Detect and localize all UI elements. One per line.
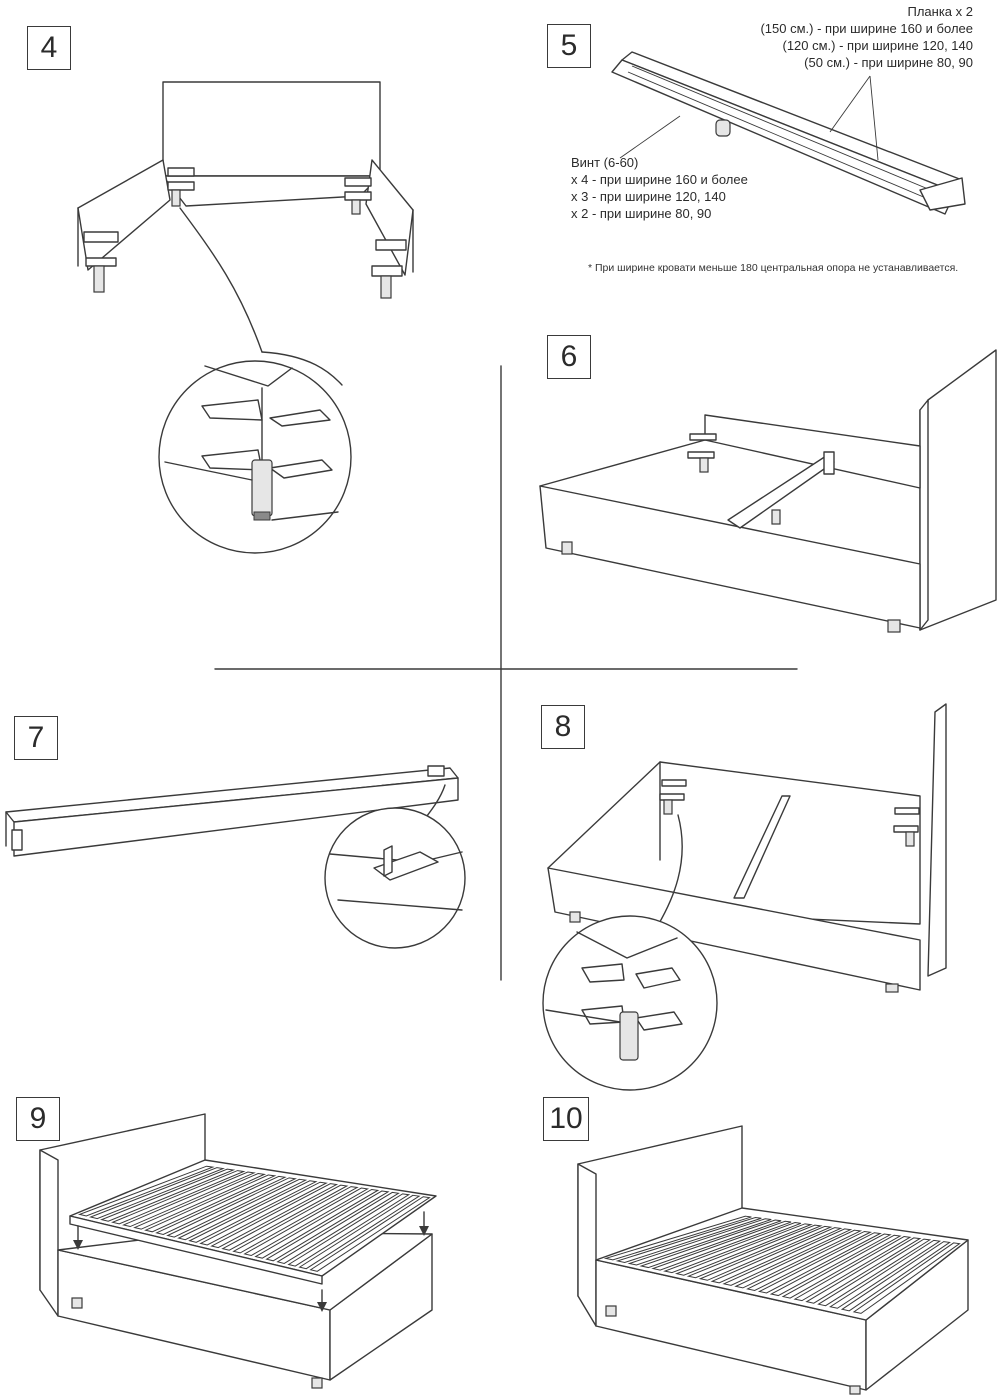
step-8-label: 8: [541, 705, 585, 749]
plank-title: Планка x 2: [907, 4, 974, 19]
slat: [88, 1167, 225, 1220]
step-4-label: 4: [27, 26, 71, 70]
slat: [133, 1172, 267, 1230]
step-4-drawing: [77, 81, 414, 554]
slat: [265, 1190, 390, 1262]
slat: [757, 1232, 882, 1294]
slat: [734, 1229, 863, 1289]
plank-line-2: (120 см.) - при ширине 120, 140: [782, 38, 973, 53]
slats-step-10: [603, 1215, 961, 1314]
step-7-drawing: [5, 765, 466, 949]
slat: [817, 1238, 932, 1307]
step-5-label: 5: [547, 24, 591, 68]
slat: [722, 1228, 853, 1286]
slat: [615, 1216, 762, 1263]
slat: [769, 1233, 892, 1297]
slat: [232, 1186, 359, 1254]
step-10-label: 10: [543, 1097, 589, 1141]
slat: [840, 1241, 951, 1312]
section-dividers: [214, 365, 798, 981]
slat: [309, 1196, 431, 1272]
slat: [698, 1225, 833, 1281]
slat: [199, 1181, 328, 1246]
slat: [287, 1193, 411, 1267]
plank-line-3: (50 см.) - при ширине 80, 90: [804, 55, 973, 70]
slat: [177, 1178, 308, 1241]
slat: [852, 1242, 961, 1314]
slat: [77, 1165, 215, 1217]
step-6-label: 6: [547, 335, 591, 379]
plank-line-1: (150 см.) - при ширине 160 и более: [760, 21, 973, 36]
slat: [221, 1184, 349, 1251]
screw-line-3: x 2 - при ширине 80, 90: [571, 206, 712, 221]
slats-step-9: [77, 1165, 431, 1272]
slat: [805, 1237, 922, 1304]
step-7-label: 7: [14, 716, 58, 760]
slat: [781, 1234, 902, 1299]
slat: [674, 1223, 813, 1276]
slat: [100, 1168, 236, 1222]
screw-title: Винт (6-60): [571, 155, 639, 170]
step-8-drawing: [542, 703, 947, 1091]
slat: [188, 1180, 318, 1243]
slat: [210, 1183, 339, 1249]
slat: [639, 1219, 782, 1269]
slat: [254, 1188, 380, 1259]
slat: [686, 1224, 823, 1279]
step-9-label: 9: [16, 1097, 60, 1141]
slat: [166, 1177, 297, 1238]
slat: [155, 1175, 287, 1235]
slat: [603, 1215, 752, 1261]
screw-line-2: x 3 - при ширине 120, 140: [571, 189, 726, 204]
slat: [663, 1222, 802, 1274]
slat: [276, 1191, 400, 1264]
slat: [710, 1227, 843, 1284]
slat: [651, 1220, 792, 1271]
slat: [298, 1194, 421, 1270]
step-5-drawing: [611, 51, 966, 215]
slat: [829, 1239, 942, 1309]
screw-line-1: x 4 - при ширине 160 и более: [571, 172, 748, 187]
center-support-footnote: * При ширине кровати меньше 180 централь…: [588, 262, 959, 274]
slat: [111, 1170, 246, 1225]
arrow-down-icon: [73, 1211, 429, 1312]
step-10-drawing: [577, 1125, 969, 1395]
slat: [243, 1187, 370, 1257]
slat: [144, 1174, 277, 1233]
slat: [122, 1171, 256, 1228]
slat: [793, 1236, 912, 1302]
slat: [746, 1230, 873, 1291]
step-6-drawing: [539, 349, 997, 633]
slat: [627, 1218, 772, 1266]
step-9-drawing: [39, 1113, 437, 1389]
